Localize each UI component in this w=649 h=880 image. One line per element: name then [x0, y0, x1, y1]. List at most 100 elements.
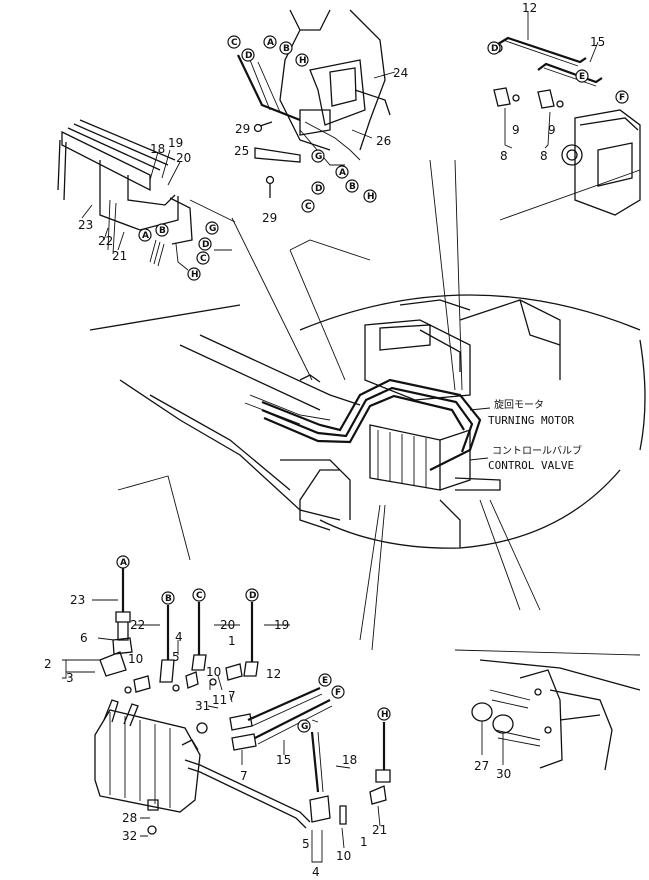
part-number-1: 1 — [228, 634, 236, 648]
svg-text:G: G — [315, 152, 322, 162]
part-number-12: 12 — [522, 1, 537, 15]
callout-c: C — [196, 251, 210, 265]
callout-d: D — [198, 237, 212, 251]
turning-motor-label-jp: 旋回モータ — [494, 398, 544, 411]
part-number-10: 10 — [128, 652, 143, 666]
part-number-22: 22 — [98, 234, 113, 248]
svg-text:C: C — [231, 38, 238, 48]
svg-text:D: D — [315, 184, 322, 194]
svg-text:H: H — [191, 270, 199, 280]
part-number-19: 19 — [274, 618, 289, 632]
callout-g: G — [297, 719, 311, 733]
svg-text:E: E — [579, 72, 585, 82]
callout-a: A — [263, 35, 277, 49]
part-number-9: 9 — [512, 123, 520, 137]
part-number-29: 29 — [235, 122, 250, 136]
callout-d: D — [245, 588, 259, 602]
svg-text:B: B — [159, 226, 166, 236]
bracket-assembly — [237, 9, 396, 198]
part-number-9: 9 — [548, 123, 556, 137]
callout-h: H — [363, 189, 377, 203]
part-number-27: 27 — [474, 759, 489, 773]
part-number-1: 1 — [360, 835, 368, 849]
part-number-23: 23 — [70, 593, 85, 607]
control-valve-leader — [469, 457, 489, 461]
callout-c: C — [192, 588, 206, 602]
callout-b: B — [279, 41, 293, 55]
control-lever-assembly — [57, 119, 236, 271]
svg-text:A: A — [142, 231, 149, 241]
turning-motor-leader — [469, 407, 491, 411]
part-number-20: 20 — [220, 618, 235, 632]
part-number-20: 20 — [176, 151, 191, 165]
control-valve-label-jp: コントロールバルブ — [492, 444, 582, 457]
callout-d: D — [241, 48, 255, 62]
callout-a: A — [138, 228, 152, 242]
svg-text:D: D — [491, 44, 498, 54]
part-number-2: 2 — [44, 657, 52, 671]
callout-b: B — [155, 223, 169, 237]
part-number-4: 4 — [312, 865, 320, 879]
svg-text:A: A — [267, 38, 274, 48]
turning-motor-label: TURNING MOTOR — [488, 414, 574, 427]
callout-c: C — [301, 199, 315, 213]
svg-text:D: D — [245, 51, 252, 61]
part-number-12: 12 — [266, 667, 281, 681]
svg-text:B: B — [165, 594, 172, 604]
callout-h: H — [187, 267, 201, 281]
part-number-22: 22 — [130, 618, 145, 632]
svg-text:C: C — [200, 254, 207, 264]
svg-text:H: H — [367, 192, 375, 202]
callout-c: C — [227, 35, 241, 49]
callout-d: D — [487, 41, 501, 55]
part-number-32: 32 — [122, 829, 137, 843]
part-number-18: 18 — [150, 142, 165, 156]
control-valve-detail — [62, 565, 391, 863]
callout-h: H — [377, 707, 391, 721]
part-number-8: 8 — [540, 149, 548, 163]
part-number-5: 5 — [172, 650, 180, 664]
callout-d: D — [311, 181, 325, 195]
turning-motor-hoses — [493, 12, 641, 216]
part-number-28: 28 — [122, 811, 137, 825]
part-number-26: 26 — [376, 134, 391, 148]
part-number-11: 11 — [212, 693, 227, 707]
svg-text:E: E — [322, 676, 328, 686]
svg-text:F: F — [619, 93, 625, 103]
part-number-19: 19 — [168, 136, 183, 150]
part-number-29: 29 — [262, 211, 277, 225]
svg-text:D: D — [249, 591, 256, 601]
part-number-6: 6 — [80, 631, 88, 645]
svg-text:F: F — [335, 688, 341, 698]
part-number-30: 30 — [496, 767, 511, 781]
part-number-3: 3 — [66, 671, 74, 685]
part-number-4: 4 — [175, 630, 183, 644]
control-valve-label: CONTROL VALVE — [488, 459, 574, 472]
part-number-15: 15 — [590, 35, 605, 49]
callout-f: F — [331, 685, 345, 699]
callout-h: H — [295, 53, 309, 67]
callout-g: G — [311, 149, 325, 163]
svg-text:A: A — [120, 558, 127, 568]
callout-b: B — [161, 591, 175, 605]
callout-g: G — [205, 221, 219, 235]
svg-text:A: A — [339, 168, 346, 178]
part-number-7: 7 — [228, 689, 236, 703]
part-number-25: 25 — [234, 144, 249, 158]
svg-text:H: H — [299, 56, 307, 66]
callout-a: A — [335, 165, 349, 179]
svg-text:G: G — [301, 722, 308, 732]
part-number-5: 5 — [302, 837, 310, 851]
part-number-23: 23 — [78, 218, 93, 232]
part-number-15: 15 — [276, 753, 291, 767]
part-number-31: 31 — [195, 699, 210, 713]
callout-b: B — [345, 179, 359, 193]
callout-e: E — [318, 673, 332, 687]
callout-f: F — [615, 90, 629, 104]
part-number-7: 7 — [240, 769, 248, 783]
svg-text:G: G — [209, 224, 216, 234]
part-number-8: 8 — [500, 149, 508, 163]
svg-text:D: D — [202, 240, 209, 250]
